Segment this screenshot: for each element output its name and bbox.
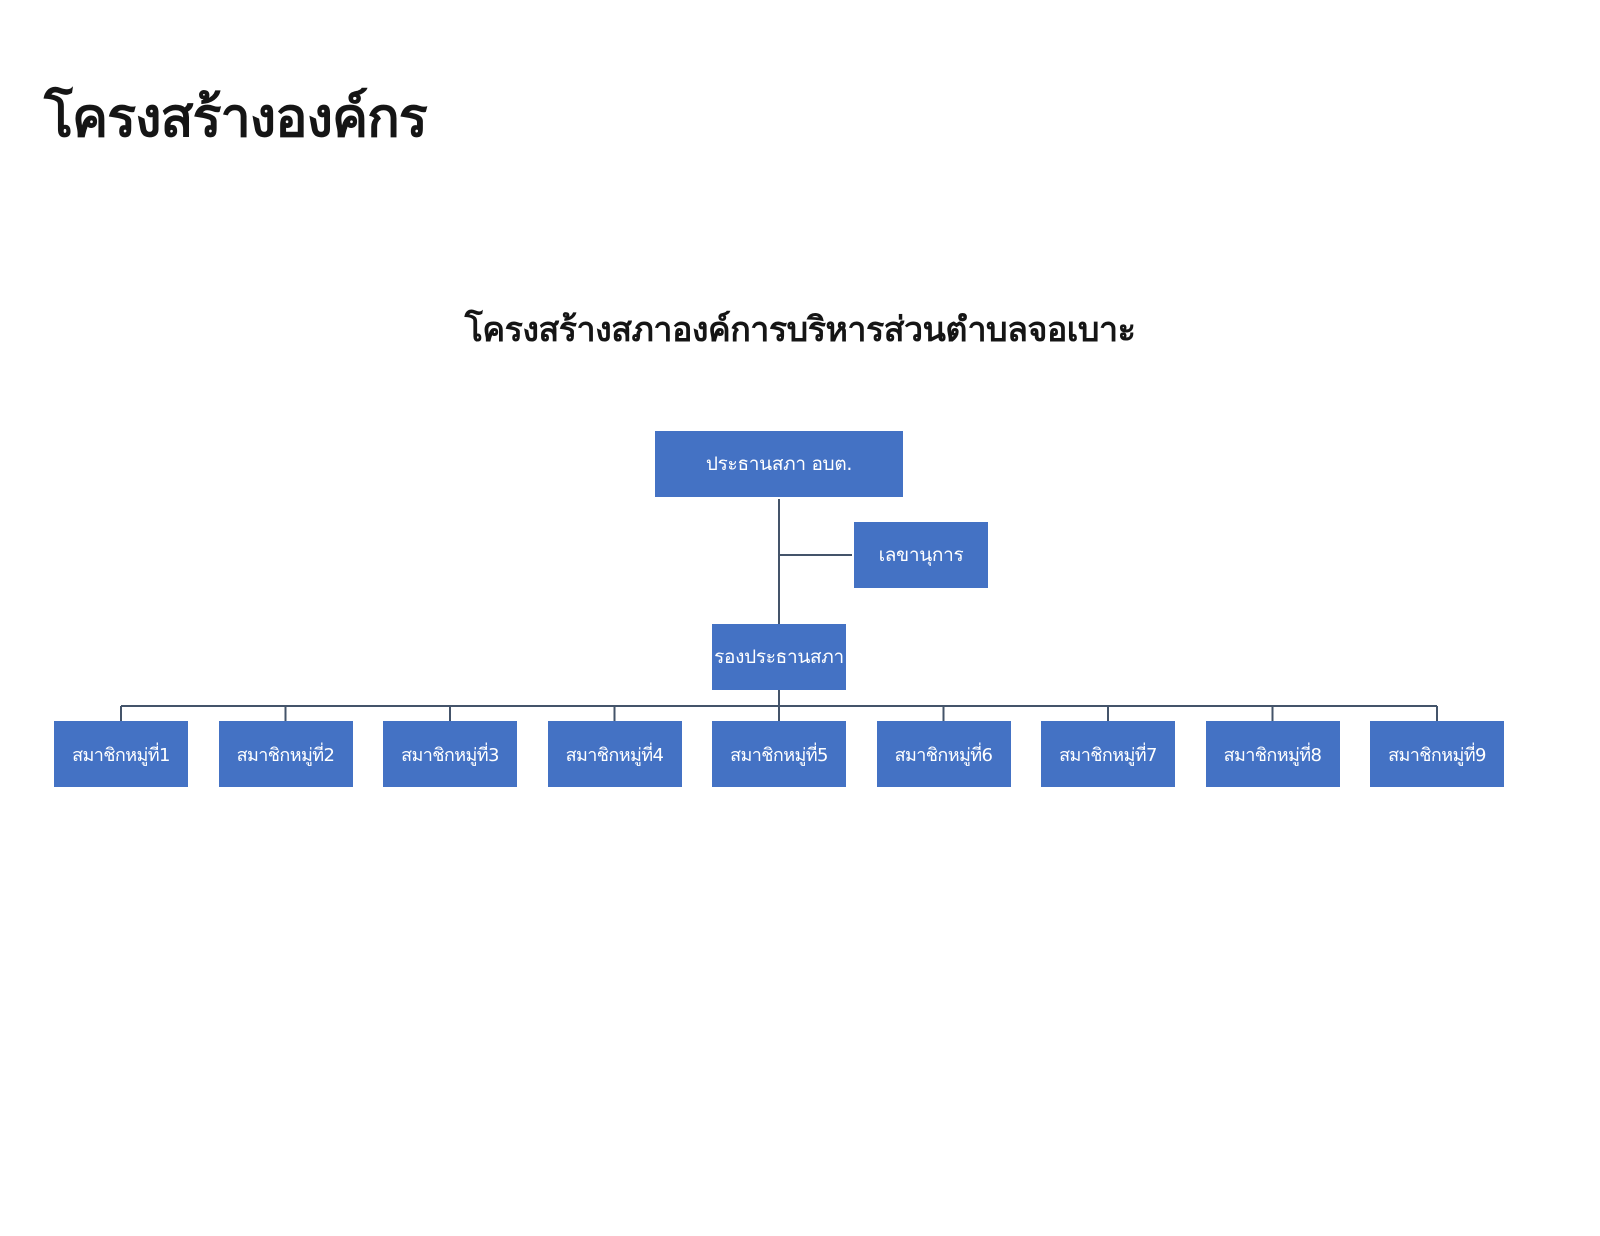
org-chart-title: โครงสร้างสภาองค์การบริหารส่วนตำบลจอเบาะ	[464, 310, 1136, 350]
node-chair-label: ประธานสภา อบต.	[705, 453, 853, 475]
node-member-label: สมาชิกหมู่ที่2	[236, 744, 335, 766]
node-member-label: สมาชิกหมู่ที่1	[72, 744, 170, 766]
node-member: สมาชิกหมู่ที่3	[383, 721, 517, 787]
member-connector-drops	[120, 706, 1438, 721]
node-member: สมาชิกหมู่ที่4	[547, 721, 682, 787]
node-vice-chair: รองประธานสภา	[712, 624, 846, 690]
page-heading: โครงสร้างองค์กร	[44, 86, 428, 149]
node-vice-chair-label: รองประธานสภา	[714, 646, 844, 668]
node-member: สมาชิกหมู่ที่8	[1205, 721, 1340, 787]
node-member-label: สมาชิกหมู่ที่6	[894, 744, 993, 766]
node-member: สมาชิกหมู่ที่6	[876, 721, 1011, 787]
node-secretary-label: เลขานุการ	[878, 544, 964, 566]
node-member: สมาชิกหมู่ที่9	[1370, 721, 1504, 787]
node-member-label: สมาชิกหมู่ที่4	[565, 744, 664, 766]
node-chair: ประธานสภา อบต.	[655, 431, 903, 497]
node-member: สมาชิกหมู่ที่5	[712, 721, 846, 787]
node-member-label: สมาชิกหมู่ที่3	[401, 744, 499, 766]
node-member-label: สมาชิกหมู่ที่7	[1059, 744, 1157, 766]
node-member-label: สมาชิกหมู่ที่5	[730, 744, 828, 766]
node-member: สมาชิกหมู่ที่1	[54, 721, 188, 787]
node-member-label: สมาชิกหมู่ที่9	[1388, 744, 1486, 766]
node-member-label: สมาชิกหมู่ที่8	[1223, 744, 1322, 766]
node-member: สมาชิกหมู่ที่7	[1041, 721, 1175, 787]
node-member: สมาชิกหมู่ที่2	[218, 721, 353, 787]
node-secretary: เลขานุการ	[854, 522, 988, 588]
